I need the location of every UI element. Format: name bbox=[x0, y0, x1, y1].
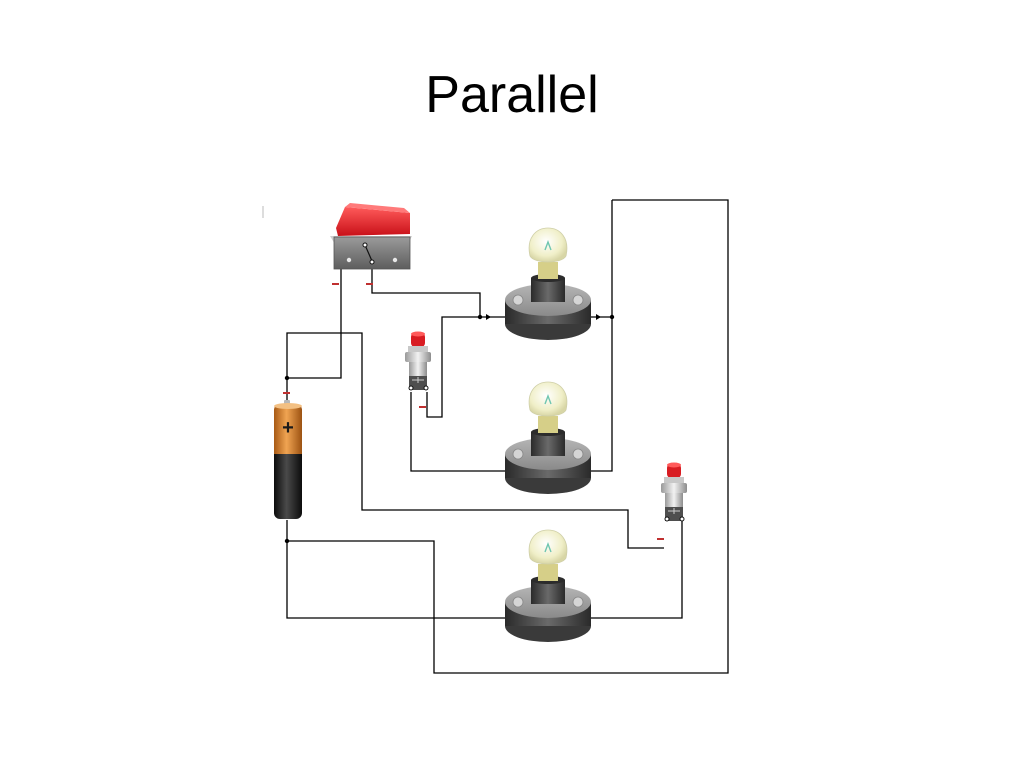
wire-battery-top-loop bbox=[286, 332, 664, 549]
wire-button1-to-lamp2 bbox=[410, 392, 506, 472]
wire-junction bbox=[284, 375, 290, 381]
push-button-icon[interactable] bbox=[661, 462, 687, 522]
light-bulb-icon bbox=[505, 381, 591, 494]
wire-right-vertical bbox=[590, 200, 613, 472]
terminal-marker bbox=[332, 283, 339, 285]
terminal-marker bbox=[419, 406, 426, 408]
battery-icon: + bbox=[274, 400, 302, 519]
terminal-arrow-icon bbox=[486, 314, 491, 320]
wire-junction bbox=[477, 314, 483, 320]
terminal-marker bbox=[657, 538, 664, 540]
wire-battery-to-switch bbox=[287, 265, 342, 379]
wire-network bbox=[283, 199, 729, 674]
light-bulb-icon bbox=[505, 529, 591, 642]
wire-lamp3-to-button2 bbox=[590, 521, 683, 619]
wire-battery-to-lamp3 bbox=[286, 520, 506, 619]
slide-title: Parallel bbox=[425, 66, 599, 124]
wire-junction bbox=[609, 314, 615, 320]
terminal-marker bbox=[366, 283, 373, 285]
wire-junction bbox=[284, 538, 290, 544]
wire-outer-loop bbox=[287, 199, 729, 674]
terminal-arrow-icon bbox=[596, 314, 601, 320]
wire-button1-top bbox=[426, 316, 480, 418]
terminal-marker bbox=[283, 392, 290, 394]
light-bulb-icon bbox=[505, 227, 591, 340]
rocker-switch-icon[interactable] bbox=[262, 203, 412, 270]
wire-switch-to-lamp1 bbox=[371, 265, 506, 318]
push-button-icon[interactable] bbox=[405, 331, 431, 391]
battery-plus-label: + bbox=[282, 417, 294, 439]
